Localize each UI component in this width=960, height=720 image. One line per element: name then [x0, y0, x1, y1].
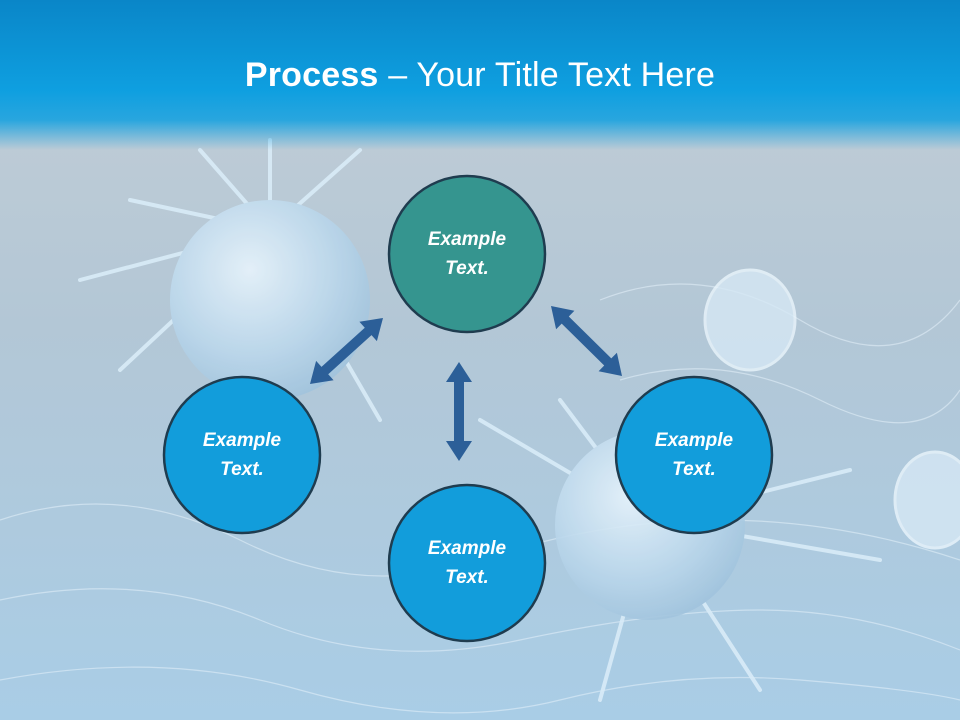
- slide-title-rest: – Your Title Text Here: [378, 56, 716, 94]
- arrow-top-bottom: [446, 362, 472, 461]
- node-circle-bottom: [387, 483, 547, 643]
- node-circle-right: [614, 375, 774, 535]
- arrow-top-left: [310, 318, 383, 384]
- title-bar: [0, 0, 960, 150]
- node-label-bottom: Example Text.: [427, 538, 507, 588]
- node-circle-top: [387, 174, 547, 334]
- arrow-top-right: [551, 306, 622, 376]
- node-label-right: Example Text.: [654, 430, 734, 480]
- slide-title: Process – Your Title Text Here: [0, 52, 960, 98]
- node-label-left: Example Text.: [202, 430, 282, 480]
- node-label-top: Example Text.: [427, 229, 507, 279]
- virus-cell-left: [78, 138, 382, 432]
- node-circle-left: [162, 375, 322, 535]
- slide-title-bold: Process: [244, 56, 379, 94]
